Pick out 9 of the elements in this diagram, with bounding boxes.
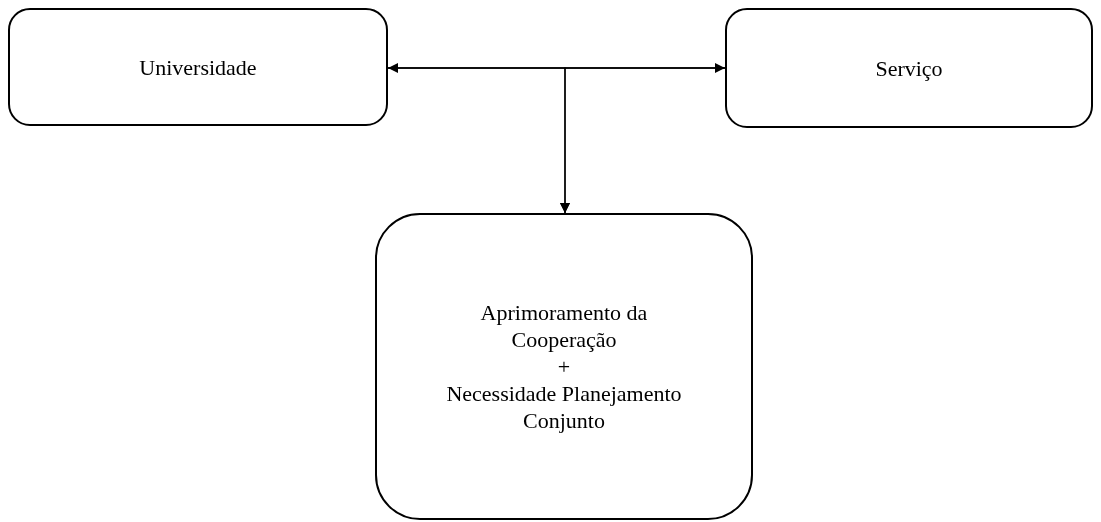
rounded-box [375,213,753,520]
node-text: Universidade [139,53,257,81]
node-text: Serviço [875,54,943,82]
rounded-box [725,8,1093,128]
node-text: + [557,353,571,380]
node-text: Aprimoramento da Cooperação [479,299,649,353]
node-text: Necessidade Planejamento Conjunto [445,380,683,434]
arrow [560,67,726,214]
rounded-box [8,8,388,126]
